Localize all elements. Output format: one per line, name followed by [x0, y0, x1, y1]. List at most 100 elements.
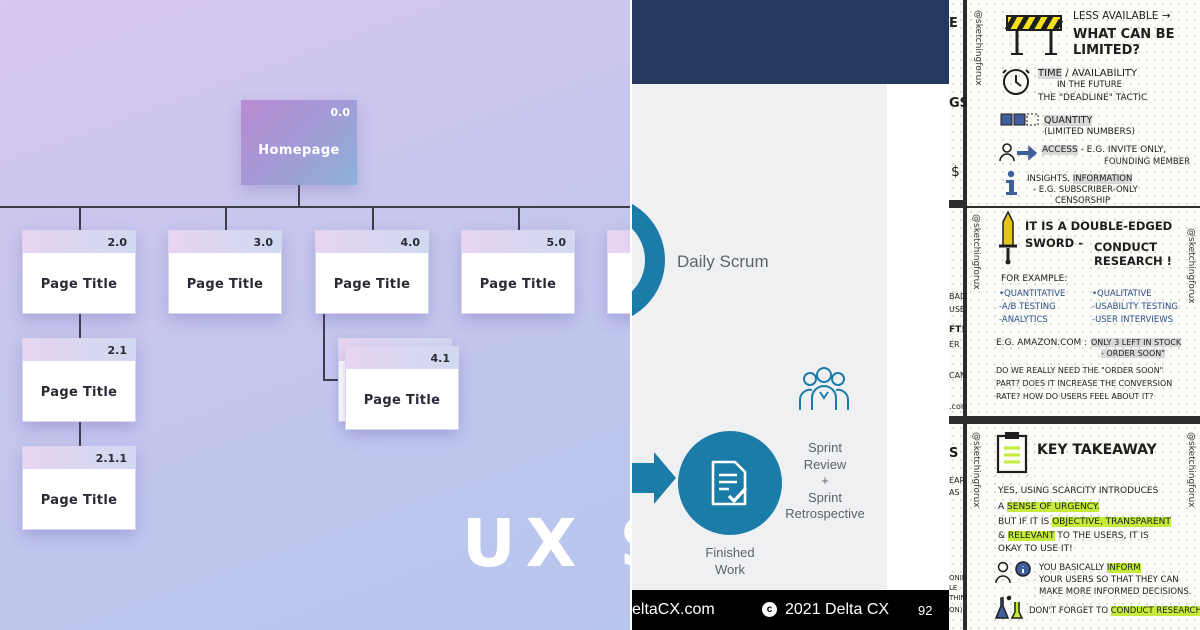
connector	[372, 206, 374, 231]
inform-highlight: INFORM	[1106, 563, 1141, 573]
research-right-item: -USER INTERVIEWS	[1092, 315, 1174, 325]
card-number: 2.1.1	[23, 447, 135, 469]
edge-text: ON)	[949, 606, 963, 614]
boxes-icon	[1000, 112, 1040, 128]
research-left-item: •QUANTITATIVE	[999, 289, 1066, 299]
takeaway-line: YOUR USERS SO THAT THEY CAN	[1039, 575, 1179, 585]
card-number: 4.1	[346, 347, 458, 369]
sword-heading: SWORD -	[1025, 236, 1083, 250]
insights-sub: - E.G. SUBSCRIBER-ONLY	[1033, 185, 1138, 195]
card-number: 0.0	[330, 106, 351, 119]
edge-text: E	[949, 16, 958, 31]
urgency-highlight: SENSE OF URGENCY.	[1007, 502, 1100, 512]
limited-heading: LIMITED?	[1073, 43, 1140, 58]
page-card-partial[interactable]	[607, 230, 630, 314]
sketch-card-partial-3	[949, 424, 963, 630]
scrum-slide-panel: Daily Scrum Sprint Review + Sprint Retro…	[632, 0, 949, 630]
for-example-text: FOR EXAMPLE:	[1001, 274, 1068, 284]
sketch-card-partial-1	[949, 0, 963, 200]
connector	[323, 379, 341, 381]
page-card-2-1-1[interactable]: 2.1.1 Page Title	[22, 446, 136, 530]
edge-text: FT!	[949, 325, 966, 335]
card-title: Page Title	[40, 492, 118, 508]
flask-icon	[994, 594, 1027, 622]
takeaway-line: BUT IF IT IS OBJECTIVE, TRANSPARENT	[998, 517, 1171, 527]
arrow-head-icon	[654, 452, 676, 504]
author-handle: @sketchingforux	[973, 10, 983, 86]
finished-work-label: Finished Work	[690, 544, 770, 578]
card-title: Page Title	[363, 392, 441, 408]
edge-text: EAR	[949, 476, 966, 485]
research-highlight: CONDUCT RESEARCH!	[1110, 606, 1200, 616]
connector	[79, 422, 81, 447]
sketchnote-panel: E GS $ BAD USERS FT! ER CAN .com) S EAR …	[949, 0, 1200, 630]
stock-note: ONLY 3 LEFT IN STOCK	[1091, 338, 1182, 347]
research-right-item: •QUALITATIVE	[1092, 289, 1152, 299]
insights-word: INSIGHTS,	[1027, 174, 1071, 184]
sword-heading: IT IS A DOUBLE-EDGED	[1025, 219, 1173, 233]
connector-horizontal	[0, 206, 630, 208]
takeaway-line: DON'T FORGET TO CONDUCT RESEARCH!	[1029, 606, 1200, 616]
sword-heading: RESEARCH !	[1094, 254, 1172, 268]
takeaway-line: OKAY TO USE IT!	[998, 544, 1073, 554]
edge-text: GS	[949, 96, 970, 111]
access-rest: - E.G. INVITE ONLY,	[1080, 145, 1167, 155]
sword-heading: CONDUCT	[1094, 240, 1158, 254]
edge-text: BAD	[949, 292, 967, 301]
slide-header-bar	[632, 0, 949, 84]
info-icon	[1003, 170, 1019, 196]
big-title: UX Si	[462, 505, 630, 582]
homepage-card[interactable]: 0.0 Homepage	[241, 100, 357, 185]
takeaway-text: TO THE USERS, IT IS	[1057, 531, 1149, 541]
time-highlight: TIME	[1038, 68, 1063, 79]
page-card-4-0[interactable]: 4.0 Page Title	[315, 230, 429, 314]
limited-heading: WHAT CAN BE	[1073, 27, 1175, 42]
author-handle: @sketchingforux	[1186, 228, 1196, 304]
sitemap-panel: 0.0 Homepage 2.0 Page Title 3.0 Page Tit…	[0, 0, 630, 630]
takeaway-line: YOU BASICALLY INFORM	[1039, 563, 1141, 573]
access-highlight: ACCESS	[1042, 145, 1078, 155]
research-question: DO WE REALLY NEED THE "ORDER SOON"	[996, 366, 1164, 375]
quantity-text: QUANTITY	[1044, 115, 1093, 126]
card-number: 3.0	[169, 231, 281, 253]
card-bar	[608, 231, 630, 253]
takeaway-text: BUT IF IT IS	[998, 517, 1050, 527]
page-card-4-1[interactable]: 4.1 Page Title	[345, 346, 459, 430]
amazon-text: E.G. AMAZON.COM :	[996, 338, 1088, 348]
takeaway-text: A	[998, 502, 1005, 512]
connector	[518, 206, 520, 231]
team-icon	[796, 362, 852, 418]
author-handle: @sketchingforux	[971, 432, 981, 508]
review-line: +	[821, 473, 829, 488]
takeaway-line: YES, USING SCARCITY INTRODUCES	[998, 486, 1159, 496]
access-sub: FOUNDING MEMBER	[1104, 157, 1191, 167]
page-card-3-0[interactable]: 3.0 Page Title	[168, 230, 282, 314]
edge-text: ER	[949, 340, 960, 349]
connector	[323, 314, 325, 380]
page-card-2-0[interactable]: 2.0 Page Title	[22, 230, 136, 314]
arrow-icon	[632, 463, 654, 493]
objective-highlight: OBJECTIVE, TRANSPARENT	[1052, 517, 1171, 527]
information-highlight: INFORMATION	[1072, 174, 1133, 184]
sketch-card-limited	[967, 0, 1200, 206]
card-number: 4.0	[316, 231, 428, 253]
edge-text: THINK	[949, 594, 971, 602]
time-text: TIME / AVAILABILITY	[1038, 68, 1137, 79]
card-title: Page Title	[40, 276, 118, 292]
research-question: RATE? HOW DO USERS FEEL ABOUT IT?	[996, 392, 1154, 401]
edge-text: ONINE	[949, 574, 972, 582]
review-line: Retrospective	[785, 506, 865, 521]
card-title: Page Title	[40, 384, 118, 400]
author-handle: @sketchingforux	[1186, 432, 1196, 508]
edge-text: $	[951, 164, 960, 180]
takeaway-line: A SENSE OF URGENCY.	[998, 502, 1100, 512]
slide-footer: eltaCX.com c 2021 Delta CX 92	[632, 590, 949, 630]
card-number: 2.1	[23, 339, 135, 361]
copyright-icon: c	[762, 602, 777, 617]
connector	[79, 206, 81, 231]
page-card-2-1[interactable]: 2.1 Page Title	[22, 338, 136, 422]
finished-line: Finished	[705, 545, 755, 560]
page-card-5-0[interactable]: 5.0 Page Title	[461, 230, 575, 314]
review-line: Review	[803, 456, 847, 472]
takeaway-heading: KEY TAKEAWAY	[1037, 442, 1157, 458]
